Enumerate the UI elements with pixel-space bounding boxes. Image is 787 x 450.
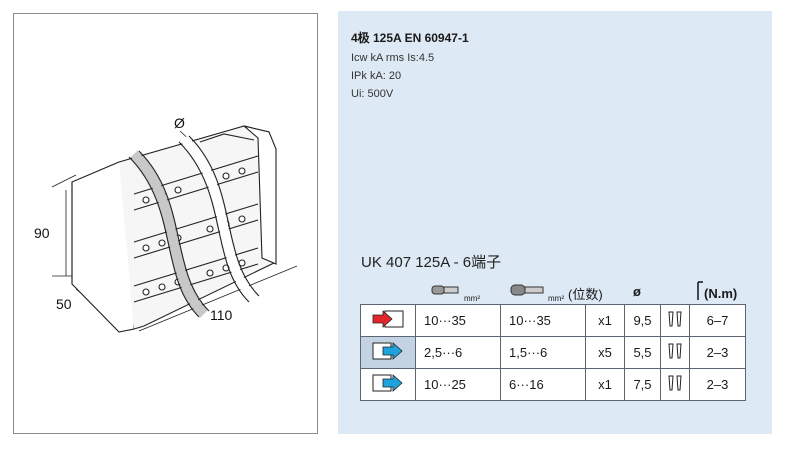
table-row: 2,5···6 1,5···6 x5 5,5 2–3 [360,336,746,369]
spec-line-ui: Ui: 500V [351,88,394,100]
direction-cell [360,336,416,369]
unit-b-label: mm² [548,294,564,303]
ferrule-insulated-icon [510,283,546,300]
screwdriver-icon [660,336,690,369]
torque-icon [695,281,705,304]
direction-cell [360,368,416,401]
direction-cell [360,304,416,337]
positions-header: (位数) [568,287,603,302]
spec-title: 4极 125A EN 60947-1 [351,31,469,45]
model-title: UK 407 125A - 6端子 [361,254,502,271]
count-cell: x5 [585,336,625,369]
screwdriver-icon [660,368,690,401]
range-b-cell: 1,5···6 [500,336,586,369]
count-cell: x1 [585,368,625,401]
ferrule-icon [431,283,461,300]
torque-cell: 2–3 [689,336,746,369]
range-b-cell: 6···16 [500,368,586,401]
spec-panel: 4极 125A EN 60947-1 Icw kA rms Is:4.5 IPk… [338,11,772,434]
depth-dimension-label: 50 [56,296,72,312]
diameter-cell: 9,5 [624,304,661,337]
unit-a-label: mm² [464,294,480,303]
torque-header: (N.m) [704,286,738,301]
screwdriver-icon [660,304,690,337]
table-row: 10···35 10···35 x1 9,5 6–7 [360,304,746,337]
range-b-cell: 10···35 [500,304,586,337]
spec-line-icw: Icw kA rms Is:4.5 [351,52,435,64]
terminal-spec-table: 10···35 10···35 x1 9,5 6–7 2,5···6 1,5··… [360,304,746,401]
distribution-block-drawing [51,125,298,333]
count-cell: x1 [585,304,625,337]
product-drawing-panel: Ø 90 50 110 [13,13,318,434]
diameter-header: ø [633,284,641,299]
arrow-in-red-icon [371,310,405,331]
diameter-cell: 7,5 [624,368,661,401]
height-dimension-label: 90 [34,225,50,241]
spec-line-ipk: IPk kA: 20 [351,70,402,82]
range-a-cell: 2,5···6 [415,336,501,369]
range-a-cell: 10···35 [415,304,501,337]
table-row: 10···25 6···16 x1 7,5 2–3 [360,368,746,401]
arrow-in-blue-icon [371,342,405,363]
torque-cell: 6–7 [689,304,746,337]
diameter-cell: 5,5 [624,336,661,369]
width-dimension-label: 110 [210,307,233,323]
range-a-cell: 10···25 [415,368,501,401]
arrow-in-blue-icon [371,374,405,395]
torque-cell: 2–3 [689,368,746,401]
diameter-label: Ø [174,115,185,131]
